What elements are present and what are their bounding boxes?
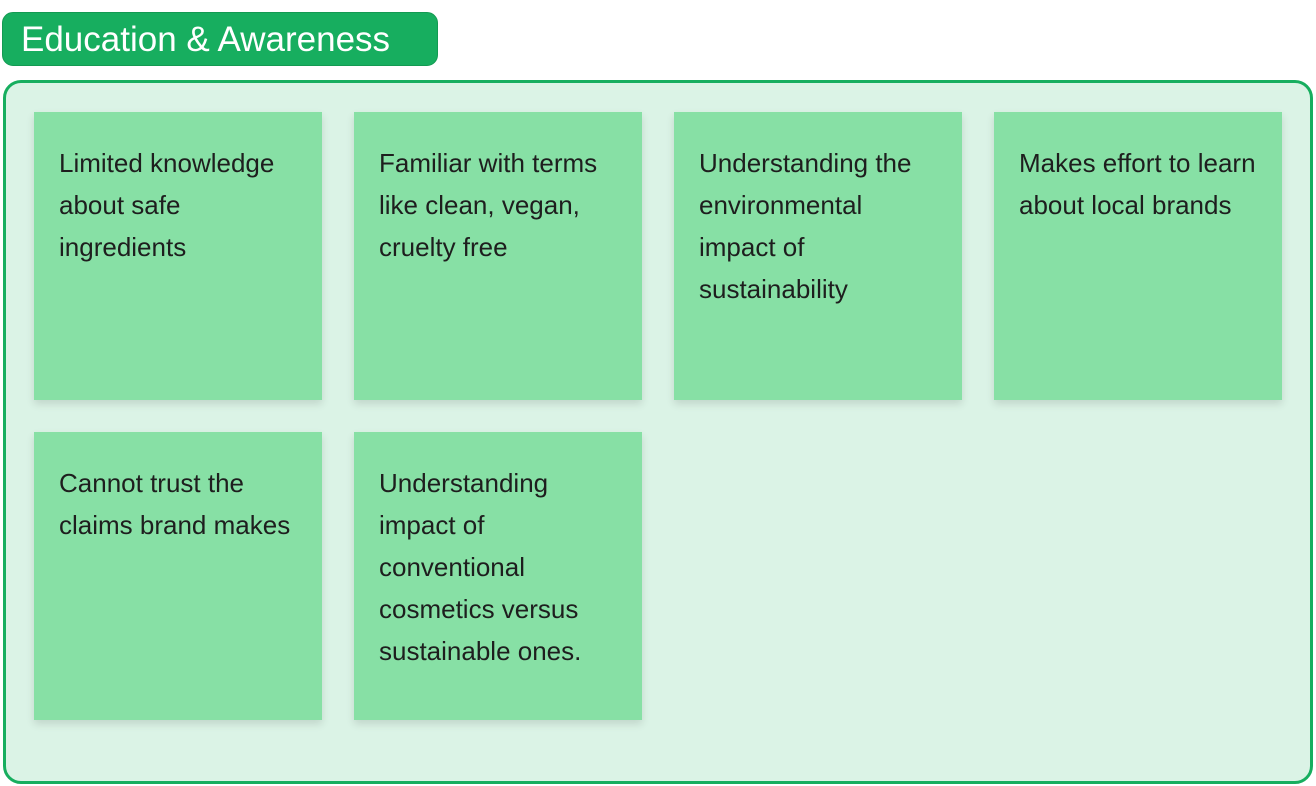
section-title[interactable]: Education & Awareness xyxy=(2,12,438,66)
sticky-note[interactable]: Understanding the environmental impact o… xyxy=(674,112,962,400)
sticky-note[interactable]: Understanding impact of conventional cos… xyxy=(354,432,642,720)
sticky-note[interactable]: Familiar with terms like clean, vegan, c… xyxy=(354,112,642,400)
sticky-note[interactable]: Makes effort to learn about local brands xyxy=(994,112,1282,400)
sticky-note[interactable]: Cannot trust the claims brand makes xyxy=(34,432,322,720)
sticky-note[interactable]: Limited knowledge about safe ingredients xyxy=(34,112,322,400)
